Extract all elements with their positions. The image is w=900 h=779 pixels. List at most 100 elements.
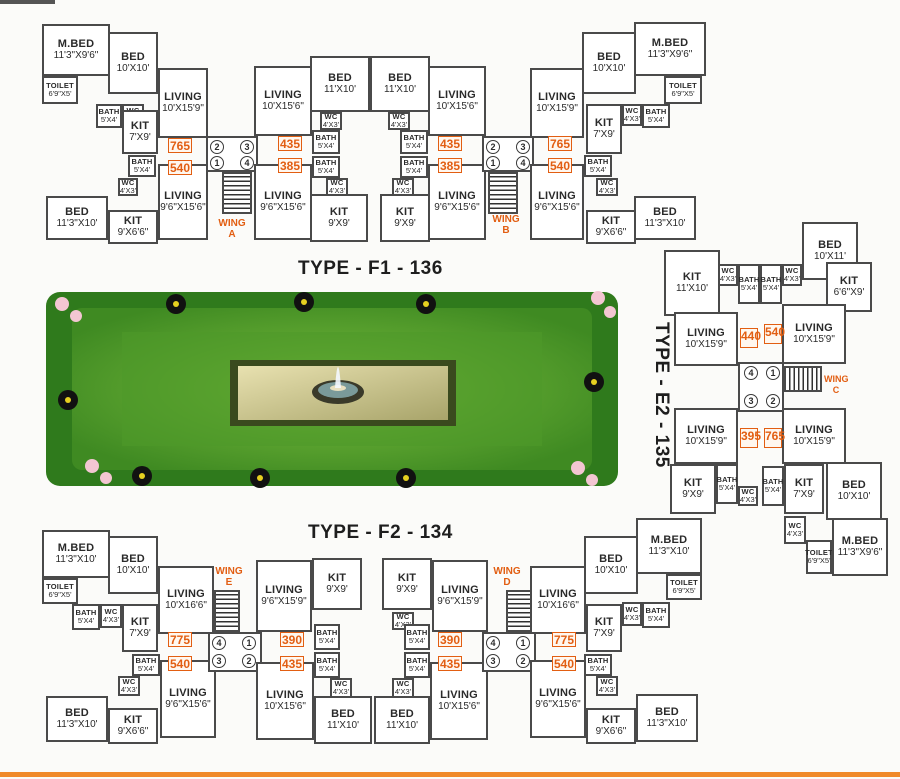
flat-number: 4 — [486, 636, 500, 650]
area-label: 390 — [438, 632, 462, 647]
flat-number: 4 — [240, 156, 254, 170]
type-e2-title: TYPE - E2 - 135 — [651, 322, 672, 468]
type-f2-title: TYPE - F2 - 134 — [308, 522, 453, 543]
flower-icon — [58, 292, 604, 488]
staircase — [222, 172, 252, 214]
area-label: 540 — [168, 656, 192, 671]
type-f1-title: TYPE - F1 - 136 — [298, 258, 443, 279]
flat-number: 1 — [242, 636, 256, 650]
flat-number: 2 — [766, 394, 780, 408]
flat-number: 1 — [516, 636, 530, 650]
staircase — [506, 590, 532, 632]
flat-number: 2 — [210, 140, 224, 154]
flat-number: 3 — [212, 654, 226, 668]
area-label: 385 — [438, 158, 462, 173]
flat-number: 4 — [212, 636, 226, 650]
flat-number: 1 — [486, 156, 500, 170]
area-label: 540 — [548, 158, 572, 173]
area-label: 385 — [278, 158, 302, 173]
footer-rule — [0, 772, 900, 777]
area-label: 540 — [764, 324, 785, 344]
staircase — [214, 590, 240, 632]
staircase — [784, 366, 822, 392]
flat-number: 2 — [242, 654, 256, 668]
area-label: 390 — [280, 632, 304, 647]
flat-number: 3 — [486, 654, 500, 668]
flat-number: 2 — [516, 654, 530, 668]
flat-number: 3 — [516, 140, 530, 154]
flat-number: 4 — [516, 156, 530, 170]
area-label: 540 — [168, 160, 192, 175]
area-label: 775 — [168, 632, 192, 647]
landscape-garden — [46, 291, 618, 488]
area-label: 435 — [438, 136, 462, 151]
flat-number: 3 — [744, 394, 758, 408]
corner-tab — [0, 0, 55, 4]
flat-number: 4 — [744, 366, 758, 380]
flat-number: 3 — [240, 140, 254, 154]
pink-flower-icon — [55, 291, 616, 486]
flat-number: 1 — [210, 156, 224, 170]
